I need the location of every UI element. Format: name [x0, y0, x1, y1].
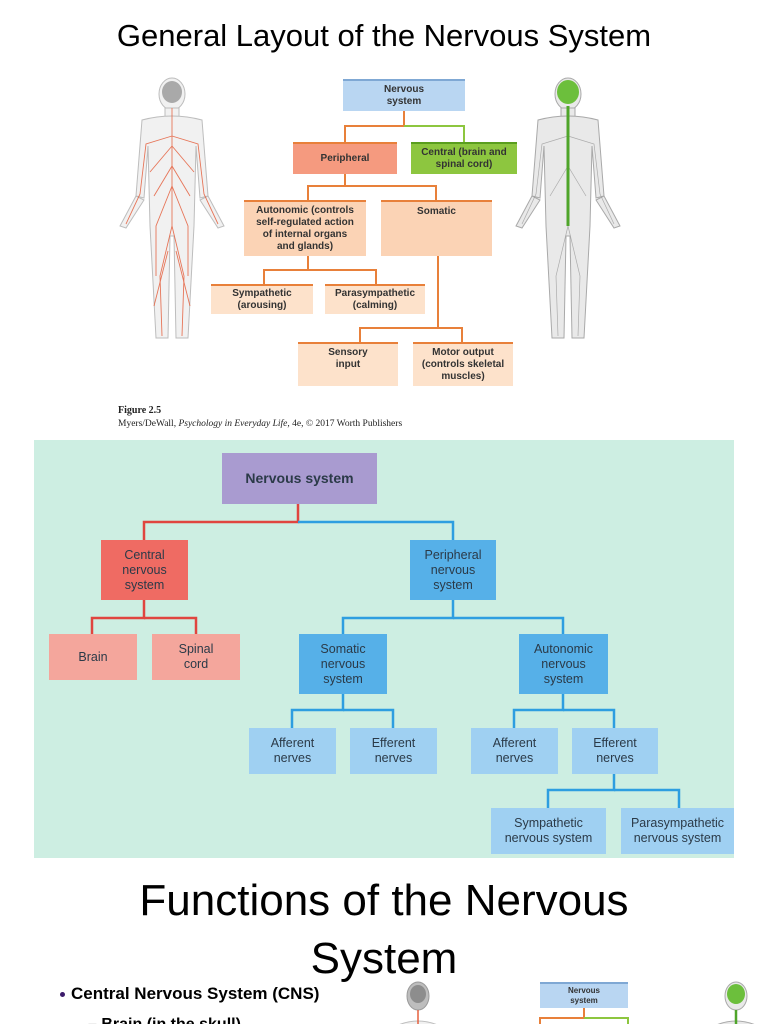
node-efferent-nerves-autonomic: Efferent nerves	[572, 728, 658, 774]
mini-body-figure-peripheral-icon	[399, 981, 437, 1024]
box-parasympathetic: Parasympathetic (calming)	[325, 284, 425, 314]
box-motor-output: Motor output (controls skeletal muscles)	[413, 342, 513, 386]
body-figure-peripheral-icon	[119, 77, 225, 339]
box-peripheral: Peripheral	[293, 142, 397, 174]
node-nervous-system: Nervous system	[222, 453, 377, 504]
node-brain: Brain	[49, 634, 137, 680]
credit-suffix: , 4e, © 2017 Worth Publishers	[287, 419, 403, 429]
node-sympathetic-nervous-system: Sympathetic nervous system	[491, 808, 606, 854]
bullet-cns: Central Nervous System (CNS)	[60, 984, 319, 1004]
slide-1-title: General Layout of the Nervous System	[116, 18, 652, 53]
credit-book-title: Psychology in Everyday Life	[178, 419, 288, 429]
slide-1: General Layout of the Nervous System	[0, 0, 768, 440]
node-efferent-nerves-somatic: Efferent nerves	[350, 728, 437, 774]
node-peripheral-nervous-system: Peripheral nervous system	[410, 540, 496, 600]
slide-3-title: Functions of the Nervous System	[139, 876, 629, 983]
box-sympathetic: Sympathetic (arousing)	[211, 284, 313, 314]
slide-2-connectors	[90, 504, 681, 808]
node-central-nervous-system: Central nervous system	[101, 540, 188, 600]
sub-bullet-brain: – Brain (in the skull)	[88, 1016, 241, 1024]
credit-prefix: Myers/DeWall,	[118, 419, 179, 429]
box-somatic: Somatic	[381, 200, 492, 256]
node-afferent-nerves-somatic: Afferent nerves	[249, 728, 336, 774]
box-sensory-input: Sensory input	[298, 342, 398, 386]
slide-1-connectors	[263, 111, 465, 342]
box-nervous-system: Nervous system	[343, 79, 465, 111]
node-parasympathetic-nervous-system: Parasympathetic nervous system	[621, 808, 734, 854]
sub-bullet-brain-text: Brain (in the skull)	[101, 1016, 241, 1024]
box-autonomic: Autonomic (controls self-regulated actio…	[244, 200, 366, 256]
box-central: Central (brain and spinal cord)	[411, 142, 517, 174]
mini-box-nervous-system: Nervous system	[540, 982, 628, 1008]
node-spinal-cord: Spinal cord	[152, 634, 240, 680]
mini-body-figure-central-icon	[717, 981, 755, 1024]
slide-2: Nervous system Central nervous system Pe…	[34, 440, 734, 858]
node-afferent-nerves-autonomic: Afferent nerves	[471, 728, 558, 774]
figure-label: Figure 2.5	[118, 405, 162, 416]
bullet-cns-text: Central Nervous System (CNS)	[71, 984, 320, 1003]
node-somatic-nervous-system: Somatic nervous system	[299, 634, 387, 694]
body-figure-central-icon	[515, 77, 621, 339]
slide-3: Functions of the Nervous System Nervous …	[0, 858, 768, 1024]
sub-bullet-dash-icon: –	[88, 1016, 101, 1024]
node-autonomic-nervous-system: Autonomic nervous system	[519, 634, 608, 694]
bullet-dot-icon	[60, 992, 65, 998]
figure-credit: Myers/DeWall, Psychology in Everyday Lif…	[118, 419, 402, 429]
mini-connectors	[539, 1008, 629, 1024]
